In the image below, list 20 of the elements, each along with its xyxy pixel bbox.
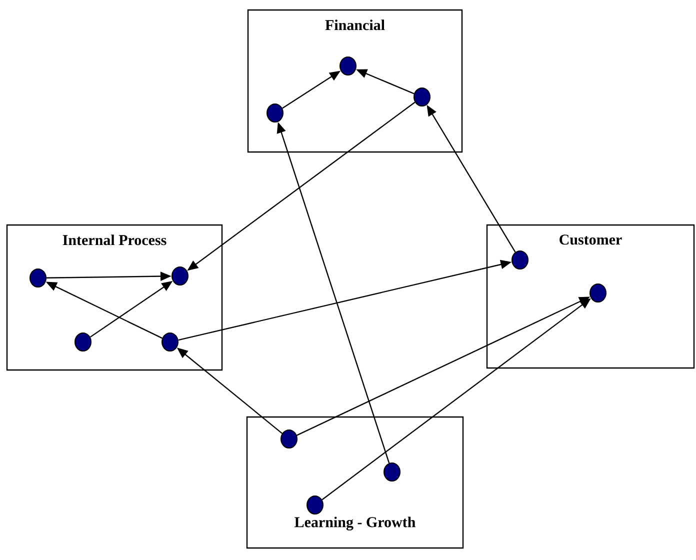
perspective-box — [6, 224, 223, 371]
circle-marker — [172, 266, 188, 286]
circle-marker — [512, 250, 528, 270]
circle-marker — [30, 268, 46, 288]
perspective-box — [247, 9, 463, 153]
box-title: Internal Process — [62, 234, 166, 246]
circle-marker — [590, 284, 606, 302]
circle-marker — [74, 332, 92, 352]
perspective-box — [246, 416, 464, 549]
circle-marker — [306, 496, 324, 514]
circle-marker — [384, 462, 400, 482]
box-title: Customer — [560, 234, 622, 245]
circle-marker — [340, 56, 356, 76]
circle-marker — [414, 88, 430, 106]
circle-marker — [266, 104, 284, 122]
circle-marker — [162, 332, 178, 352]
circle-marker — [280, 430, 298, 448]
box-title: Financial — [325, 20, 385, 30]
perspective-box — [486, 224, 695, 369]
box-title: Learning - Growth — [294, 516, 416, 530]
